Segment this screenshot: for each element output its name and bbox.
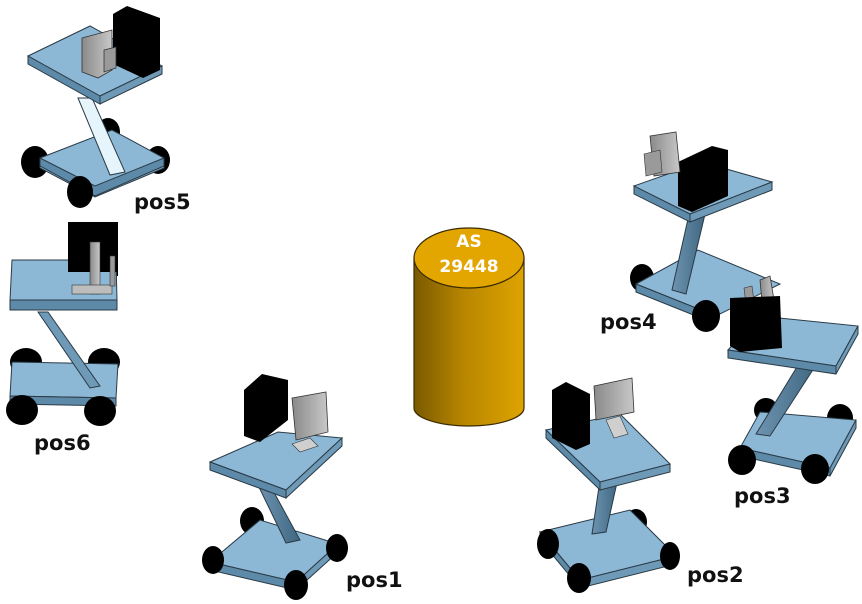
label-pos5: pos5 [134, 190, 191, 214]
label-pos3: pos3 [734, 484, 791, 508]
cart-pos2 [537, 377, 680, 593]
cart-pos1 [202, 374, 348, 600]
label-pos1: pos1 [346, 568, 403, 592]
cart-pos6 [6, 222, 120, 426]
label-pos6: pos6 [34, 431, 91, 455]
cart-pos5 [21, 6, 170, 208]
server-label-line2: 29448 [439, 257, 499, 277]
server-label-line1: AS [456, 232, 482, 252]
server-label: AS 29448 [432, 234, 506, 276]
label-pos4: pos4 [600, 310, 657, 334]
cart-pos3 [726, 275, 859, 484]
label-pos2: pos2 [687, 563, 744, 587]
server-cylinder [413, 227, 525, 427]
